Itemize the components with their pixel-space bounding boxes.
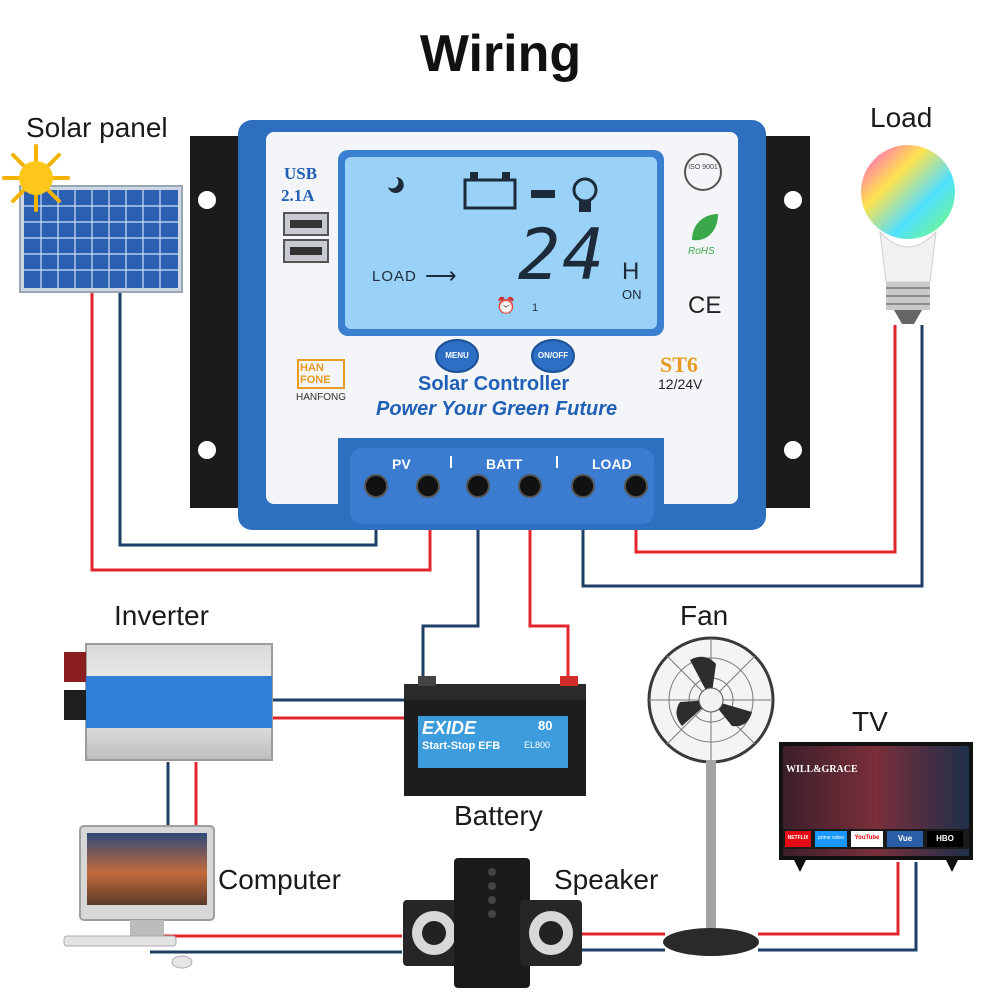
model-name: ST6 (660, 352, 698, 377)
terminal-load-label: LOAD (592, 456, 632, 472)
rohs-leaf-icon (692, 214, 718, 241)
moon-icon (388, 177, 404, 193)
tv-app-hbo: HBO (936, 834, 954, 843)
netflix-tile (785, 831, 811, 847)
youtube-tile (851, 831, 883, 847)
computer (63, 825, 215, 969)
inverter (64, 643, 273, 761)
load-bulb (861, 145, 955, 324)
rohs-cert-label: RoHS (688, 246, 715, 257)
label-battery: Battery (454, 800, 543, 831)
lcd-value: 24 (518, 214, 607, 296)
ce-mark: CE (688, 292, 722, 319)
battery-terminal-negative (418, 676, 436, 686)
wire-tv-positive (758, 862, 900, 936)
wire-load-negative (581, 325, 924, 588)
wire-tv-negative (758, 862, 918, 952)
label-computer: Computer (218, 864, 341, 895)
battery-icon (463, 178, 517, 210)
sun-icon (2, 144, 70, 212)
label-load: Load (870, 102, 933, 133)
terminal-screws (364, 474, 648, 498)
product-name: Solar Controller (418, 373, 570, 395)
slogan: Power Your Green Future (376, 398, 618, 420)
inverter-terminal-negative (64, 690, 86, 720)
onoff-button (531, 339, 575, 373)
iso-cert-label: ISO 9001 (688, 164, 718, 171)
hanfone-logo (297, 359, 345, 389)
tv-app-vue: Vue (897, 834, 913, 843)
label-tv: TV (852, 706, 888, 737)
label-fan: Fan (680, 600, 729, 631)
menu-button-label: MENU (445, 351, 469, 360)
usb-label: USB (284, 164, 318, 183)
usb-rating: 2.1A (281, 186, 315, 205)
label-solar-panel: Solar panel (26, 112, 168, 143)
diagram-title: Wiring (419, 25, 582, 83)
battery-brand: EXIDE (422, 718, 477, 738)
car-battery (404, 676, 586, 796)
label-inverter: Inverter (114, 600, 209, 631)
menu-button (435, 339, 479, 373)
lcd-state: ON (622, 287, 642, 302)
battery-capacity: 80 (538, 718, 553, 733)
brand-logo-text: HAN FONE (300, 362, 331, 386)
battery-model: Start-Stop EFB (422, 740, 501, 752)
wire-batt-positive (528, 490, 570, 685)
label-speaker: Speaker (554, 864, 659, 895)
voltage-rating: 12/24V (658, 376, 703, 392)
battery-terminal-positive (560, 676, 578, 686)
wire-batt-negative (421, 490, 480, 685)
speaker-system (403, 858, 582, 988)
solar-panel (19, 185, 183, 293)
battery-code: EL800 (524, 740, 551, 750)
lcd-load-label: LOAD (372, 268, 417, 285)
vue-tile (887, 831, 923, 847)
lcd-unit: H (622, 258, 640, 285)
iso-seal-icon (684, 153, 722, 191)
lcd-timer: 1 (532, 302, 539, 314)
onoff-button-label: ON/OFF (537, 351, 569, 360)
smart-tv (779, 742, 973, 872)
tv-app-youtube: YouTube (854, 835, 880, 841)
inverter-terminal-positive (64, 652, 86, 682)
arrow-dash-icon (531, 190, 555, 198)
brand-name: HANFONG (296, 392, 346, 403)
battery-label-panel (418, 716, 568, 768)
standing-fan (647, 636, 775, 956)
terminal-batt-label: BATT (486, 456, 523, 472)
tv-app-netflix: NETFLIX (787, 835, 809, 841)
solar-controller (190, 120, 810, 530)
terminal-pv-label: PV (392, 456, 411, 472)
hbo-tile (927, 831, 963, 847)
prime-video-tile (815, 831, 847, 847)
alarm-clock-icon: ⏰ (496, 298, 516, 315)
mount-bracket-left (190, 136, 250, 508)
tv-app-prime: prime video (818, 835, 844, 841)
lcd-arrow-icon: ⟶ (425, 263, 457, 288)
tv-show-title: WILL&GRACE (786, 764, 858, 775)
